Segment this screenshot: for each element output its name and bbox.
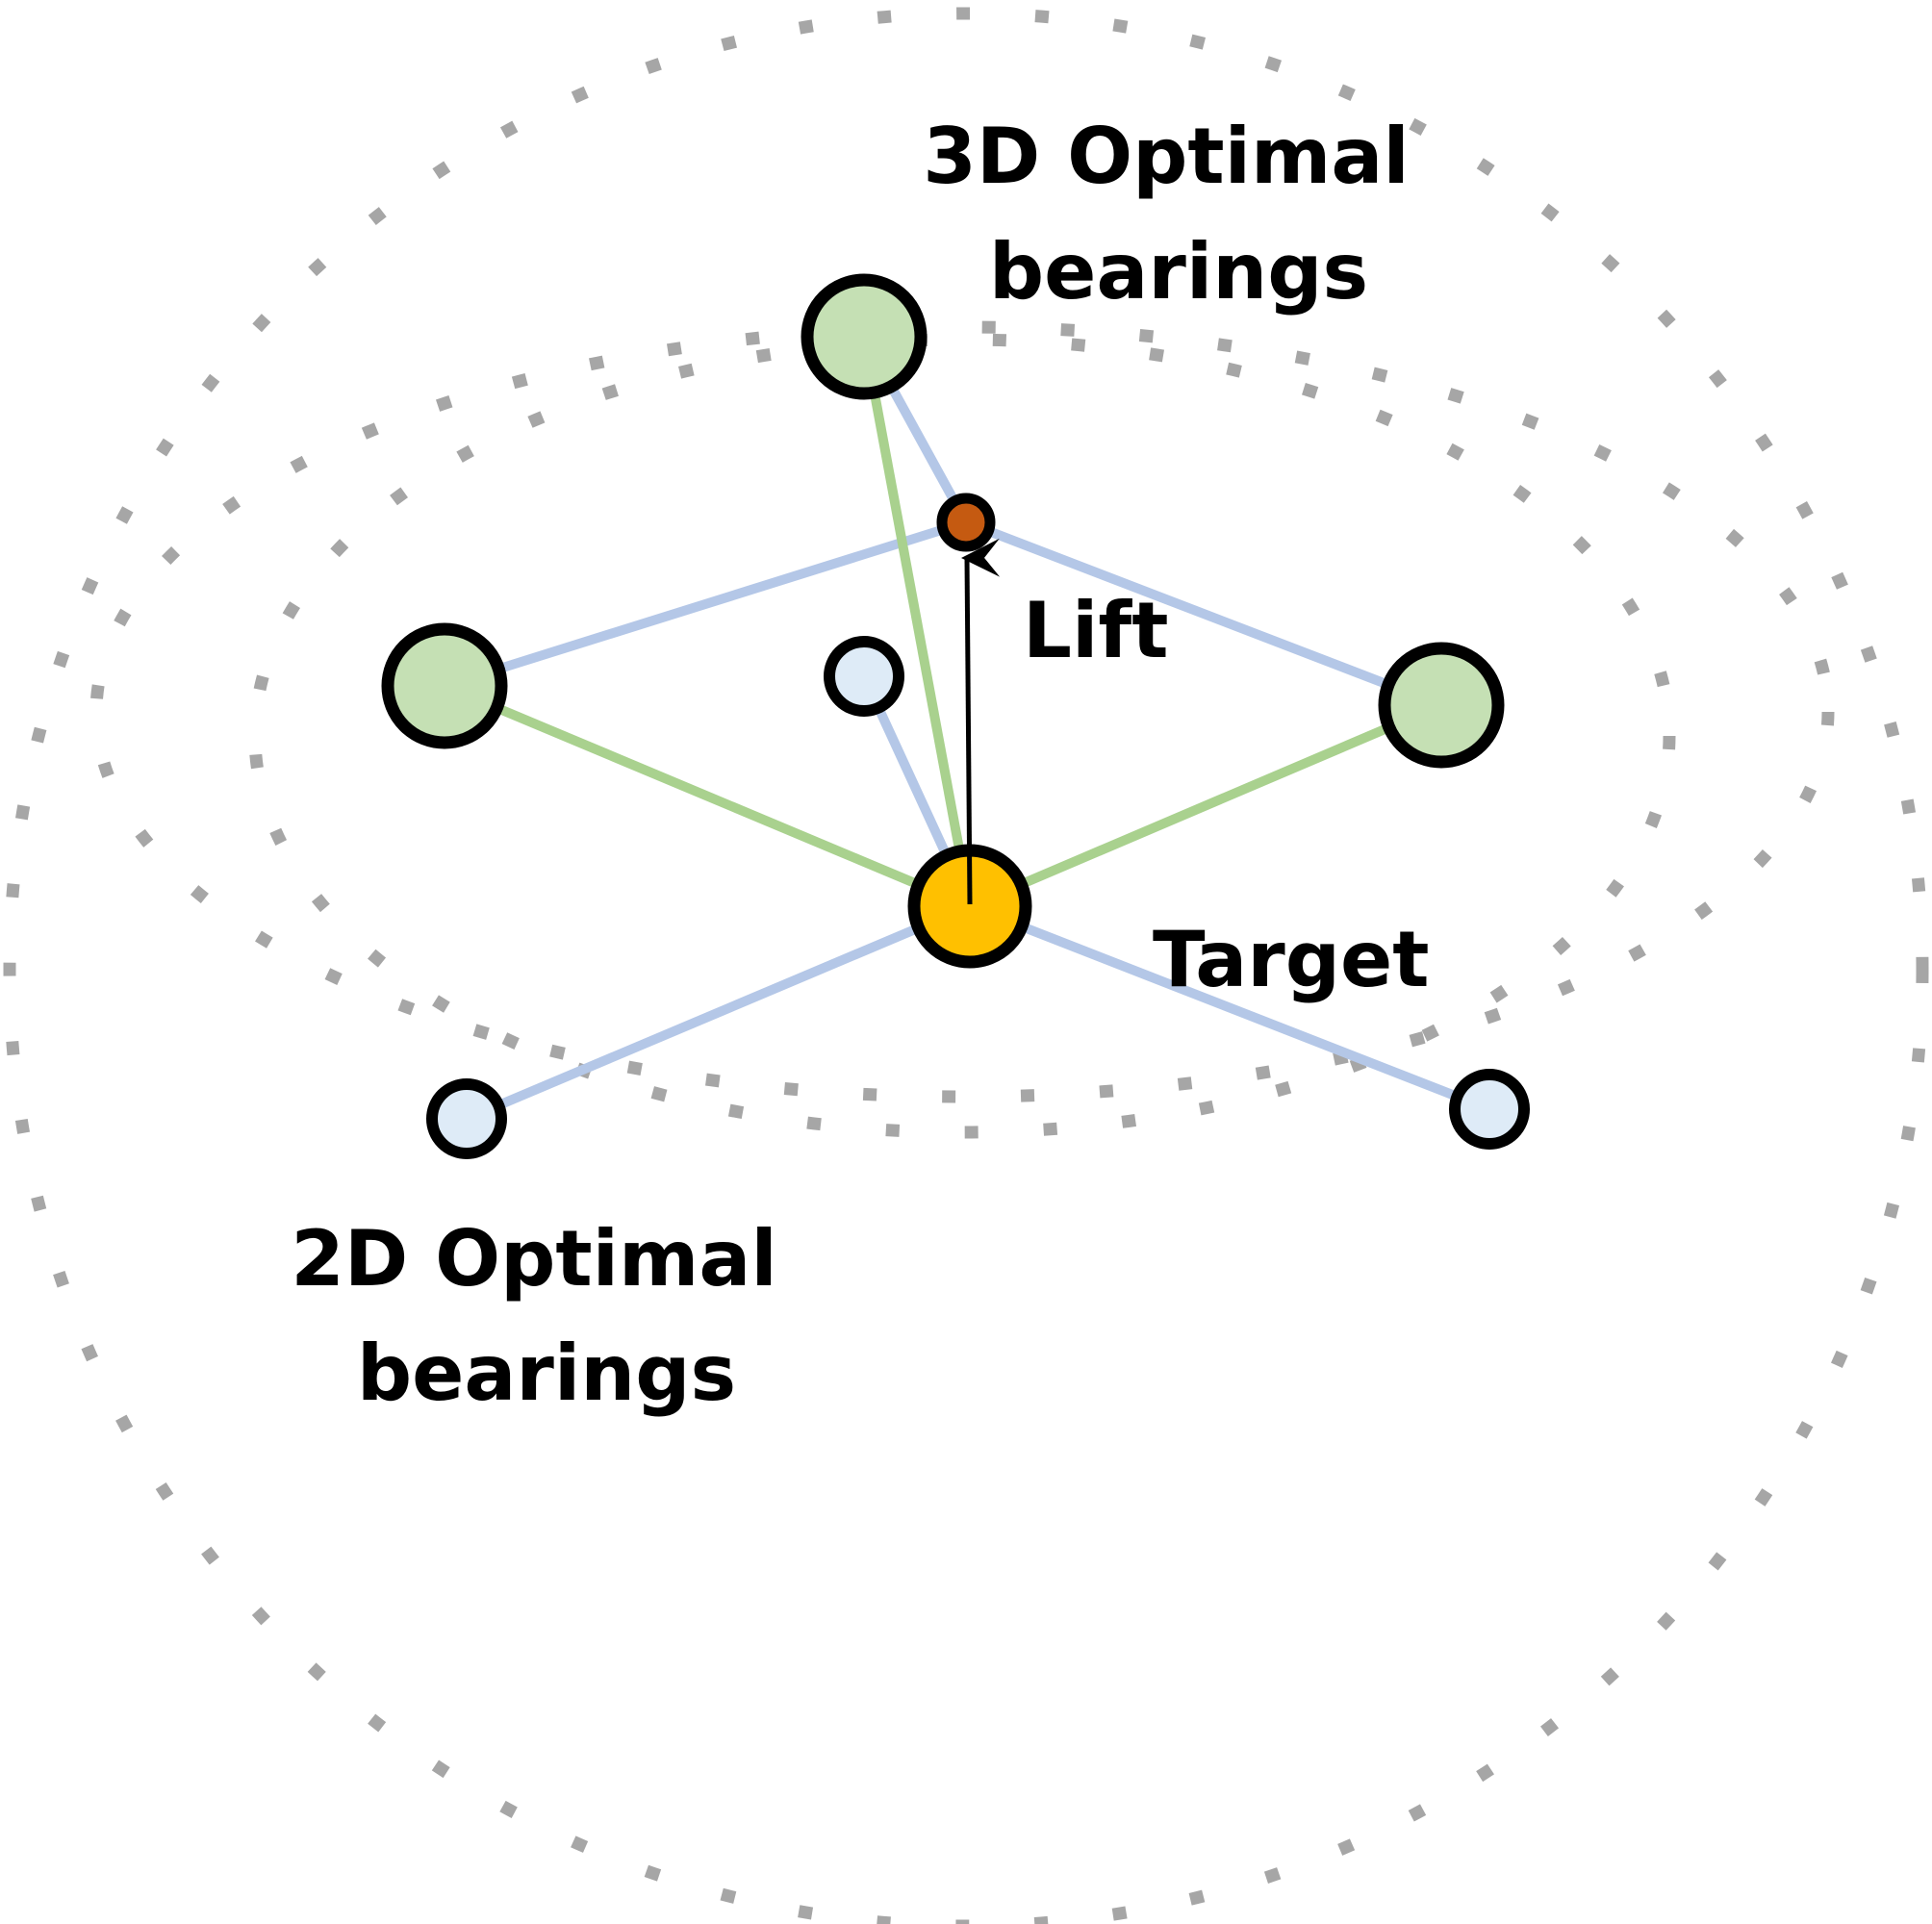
blue-node-bottom-left xyxy=(426,1078,507,1159)
inner-dotted-ellipse xyxy=(248,333,1676,1139)
blue-node-center xyxy=(824,636,904,717)
label-3d-optimal-line2: bearings xyxy=(989,227,1368,316)
green-node-left xyxy=(381,622,508,749)
label-2d-optimal-line2: bearings xyxy=(357,1329,736,1418)
label-lift: Lift xyxy=(1023,586,1168,675)
blue-link-lifted-left xyxy=(443,518,968,691)
label-2d-optimal-line1: 2D Optimal xyxy=(291,1214,777,1304)
lifted-point xyxy=(936,493,996,552)
green-node-top xyxy=(801,273,928,400)
label-target: Target xyxy=(1153,915,1429,1004)
label-3d-optimal-line1: 3D Optimal xyxy=(923,112,1410,201)
outer-dotted-circle xyxy=(3,7,1929,1924)
blue-node-bottom-right xyxy=(1449,1069,1530,1150)
blue-link-target-bottom-left xyxy=(465,901,972,1124)
blue-link-target-bottom-right xyxy=(968,901,1491,1114)
middle-dotted-ellipse xyxy=(89,320,1835,1103)
green-link-target-right xyxy=(968,700,1443,911)
green-link-target-left xyxy=(443,681,972,911)
lift-arrow xyxy=(961,538,1001,905)
blue-link-lifted-right xyxy=(964,518,1443,710)
green-link-target-top xyxy=(859,336,975,907)
green-node-right xyxy=(1378,642,1505,769)
